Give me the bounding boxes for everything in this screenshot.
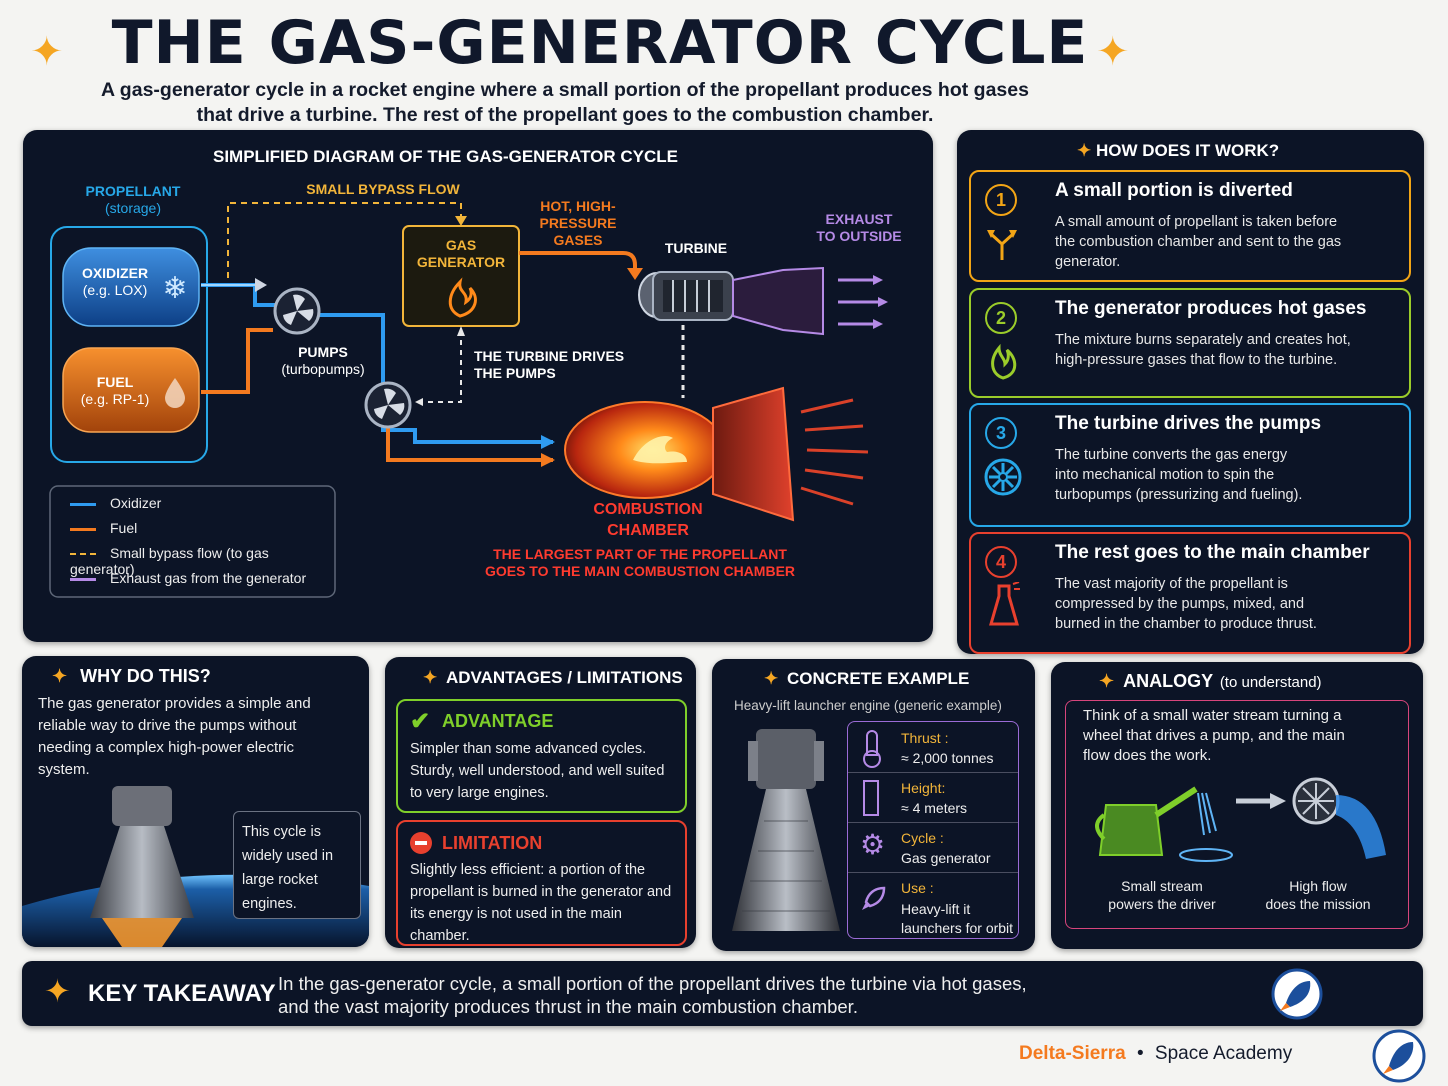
limitation-card: LIMITATION Slightly less efficient: a po… — [396, 820, 687, 946]
spec-row-cycle: ⚙ Cycle : Gas generator — [848, 822, 1018, 873]
ruler-icon — [863, 780, 879, 816]
step-text: The vast majority of the propellant is c… — [1055, 576, 1317, 632]
how-panel: ✦ HOW DOES IT WORK? 1 A small portion is… — [957, 130, 1424, 654]
analogy-caption-right: High flow does the mission — [1265, 878, 1371, 912]
legend-item-oxidizer: Oxidizer — [70, 495, 161, 511]
why-panel: ✦ WHY DO THIS? The gas generator provide… — [22, 656, 369, 947]
flame-icon — [991, 343, 1017, 380]
svg-text:❄: ❄ — [162, 271, 187, 306]
analogy-heading: ✦ ANALOGY (to understand) — [1099, 671, 1322, 691]
step-title: A small portion is diverted — [1055, 180, 1293, 201]
takeaway-bar: ✦ KEY TAKEAWAY In the gas-generator cycl… — [22, 961, 1423, 1026]
advantage-text: Simpler than some advanced cycles. Sturd… — [410, 741, 665, 801]
split-arrow-icon — [987, 230, 1017, 260]
spec-row-height: Height: ≈ 4 meters — [848, 772, 1018, 823]
analogy-panel: ✦ ANALOGY (to understand) Think of a sma… — [1051, 662, 1423, 949]
page-title: THE GAS-GENERATOR CYCLE — [111, 8, 1089, 78]
step-title: The rest goes to the main chamber — [1055, 542, 1370, 563]
example-subtitle: Heavy-lift launcher engine (generic exam… — [734, 698, 1002, 713]
nozzle-icon — [989, 582, 1020, 626]
footer: Delta-Sierra • Space Academy — [1019, 1043, 1293, 1064]
legend-item-exhaust: Exhaust gas from the generator — [70, 570, 306, 586]
how-heading: ✦ HOW DOES IT WORK? — [1077, 141, 1280, 160]
sparkle-icon: ✦ — [30, 30, 64, 74]
legend-swatch — [70, 502, 96, 506]
step-number: 3 — [985, 417, 1017, 449]
legend: Oxidizer Fuel Small bypass flow (to gas … — [50, 486, 335, 597]
legend-swatch — [70, 527, 96, 531]
step-card-1: 1 A small portion is diverted A small am… — [969, 170, 1411, 282]
takeaway-heading: KEY TAKEAWAY — [88, 980, 276, 1007]
advantage-card: ✔ ADVANTAGE Simpler than some advanced c… — [396, 699, 687, 813]
diagram-heading: SIMPLIFIED DIAGRAM OF THE GAS-GENERATOR … — [213, 147, 678, 166]
legend-item-bypass: Small bypass flow (to gas generator) — [70, 545, 269, 577]
page-subtitle: A gas-generator cycle in a rocket engine… — [101, 79, 1029, 126]
bypass-label: SMALL BYPASS FLOW — [306, 181, 460, 197]
fuel-label: FUEL (e.g. RP-1) — [80, 374, 150, 407]
why-heading: ✦ WHY DO THIS? — [52, 666, 211, 686]
turbine-label: TURBINE — [664, 240, 728, 256]
step-card-2: 2 The generator produces hot gases The m… — [969, 288, 1411, 398]
step-number: 4 — [985, 546, 1017, 578]
step-text: A small amount of propellant is taken be… — [1055, 214, 1342, 270]
turbine-drives-label: THE TURBINE DRIVES THE PUMPS — [474, 348, 625, 381]
largest-part-note: THE LARGEST PART OF THE PROPELLANT GOES … — [484, 546, 796, 579]
advlim-heading: ✦ ADVANTAGES / LIMITATIONS — [423, 668, 683, 687]
step-text: The mixture burns separately and creates… — [1055, 332, 1351, 368]
limitation-title: LIMITATION — [442, 833, 543, 853]
pumps-label: PUMPS (turbopumps) — [281, 344, 365, 377]
example-heading: ✦ CONCRETE EXAMPLE — [764, 669, 970, 688]
analogy-caption-left: Small stream powers the driver — [1108, 878, 1216, 912]
sparkle-icon: ✦ — [423, 668, 438, 687]
advlim-panel: ✦ ADVANTAGES / LIMITATIONS ✔ ADVANTAGE S… — [385, 657, 696, 948]
analogy-text: Think of a small water stream turning a … — [1083, 707, 1345, 764]
step-title: The generator produces hot gases — [1055, 298, 1367, 319]
sparkle-icon: ✦ — [1099, 671, 1115, 691]
exhaust-label: EXHAUST TO OUTSIDE — [816, 211, 902, 244]
mission-badge-icon — [1271, 968, 1323, 1020]
sparkle-icon: ✦ — [44, 973, 71, 1009]
gear-icon: ⚙ — [860, 829, 886, 860]
legend-swatch — [70, 577, 96, 581]
legend-item-fuel: Fuel — [70, 520, 137, 536]
diagram-panel: SIMPLIFIED DIAGRAM OF THE GAS-GENERATOR … — [23, 130, 933, 642]
sparkle-icon: ✦ — [1096, 30, 1130, 74]
brand-name: Delta-Sierra — [1019, 1043, 1126, 1064]
check-icon: ✔ — [410, 708, 431, 735]
step-card-4: 4 The rest goes to the main chamber The … — [969, 532, 1411, 654]
spec-row-thrust: Thrust : ≈ 2,000 tonnes — [848, 722, 1018, 773]
minus-icon — [410, 832, 432, 854]
propellant-label: PROPELLANT (storage) — [85, 183, 181, 216]
diagram-graphic: ❄ — [49, 202, 888, 598]
watering-can-illustration — [1095, 777, 1386, 862]
limitation-text: Slightly less efficient: a portion of th… — [410, 862, 672, 944]
advantage-title: ADVANTAGE — [442, 711, 554, 731]
gas-generator-label: GAS GENERATOR — [416, 237, 506, 270]
combustion-chamber-label: COMBUSTION CHAMBER — [593, 501, 703, 539]
step-number: 1 — [985, 184, 1017, 216]
turbine-icon — [984, 458, 1022, 496]
why-text: The gas generator provides a simple and … — [38, 695, 311, 778]
step-card-3: 3 The turbine drives the pumps The turbi… — [969, 403, 1411, 527]
hot-gases-label: HOT, HIGH- PRESSURE GASES — [539, 198, 617, 248]
sparkle-icon: ✦ — [764, 669, 779, 688]
thermometer-bulb — [863, 750, 881, 768]
why-note: This cycle is widely used in large rocke… — [233, 811, 361, 919]
oxidizer-label: OXIDIZER (e.g. LOX) — [81, 265, 149, 298]
engine-photo — [732, 729, 840, 931]
analogy-box: Think of a small water stream turning a … — [1065, 700, 1409, 929]
example-panel: ✦ CONCRETE EXAMPLE Heavy-lift launcher e… — [712, 659, 1035, 951]
step-text: The turbine converts the gas energy into… — [1055, 447, 1303, 503]
academy-logo-icon — [1372, 1029, 1426, 1083]
takeaway-text: In the gas-generator cycle, a small port… — [278, 973, 1027, 1017]
rocket-icon — [862, 886, 886, 910]
spec-box: Thrust : ≈ 2,000 tonnes Height: ≈ 4 mete… — [847, 721, 1019, 939]
sparkle-icon: ✦ — [52, 666, 68, 686]
academy-name: Space Academy — [1154, 1043, 1293, 1064]
step-number: 2 — [985, 302, 1017, 334]
step-title: The turbine drives the pumps — [1055, 413, 1322, 434]
legend-swatch — [70, 553, 96, 556]
sparkle-icon: ✦ — [1077, 141, 1092, 160]
spec-row-use: Use : Heavy-lift it launchers for orbit — [848, 872, 1018, 936]
